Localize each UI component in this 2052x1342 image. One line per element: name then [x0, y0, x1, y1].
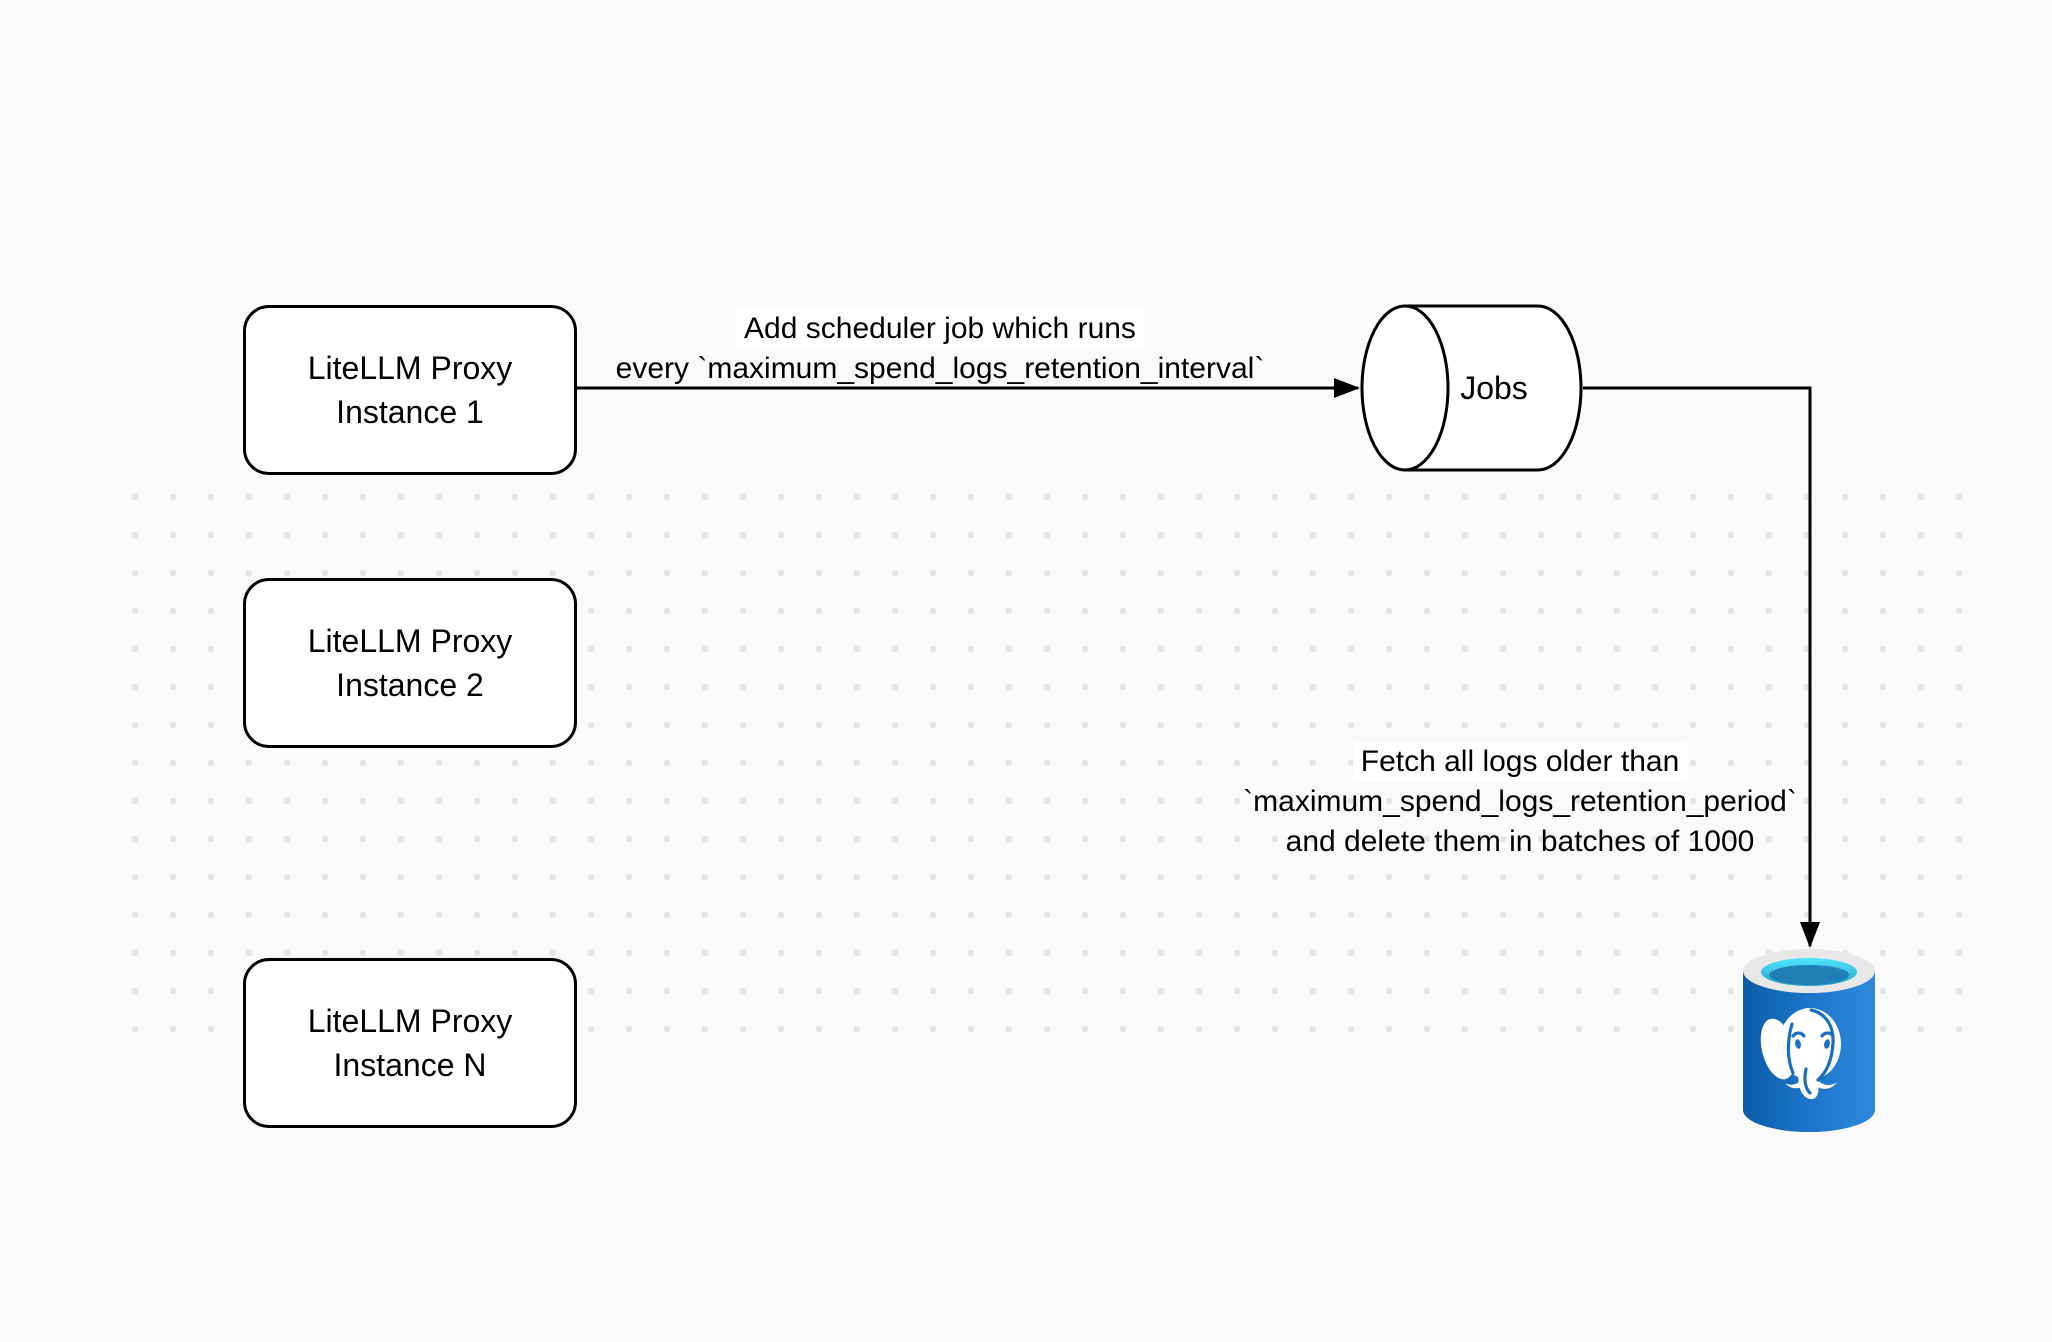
node-litellm-proxy-instance-n: LiteLLM Proxy Instance N	[243, 958, 577, 1128]
node-label-line: Instance N	[333, 1047, 487, 1083]
postgres-elephant-glyph	[1760, 1008, 1841, 1100]
node-litellm-proxy-instance-1: LiteLLM Proxy Instance 1	[243, 305, 577, 475]
edge-label-scheduler: Add scheduler job which runs every `maxi…	[615, 309, 1265, 389]
postgresql-database-icon	[1743, 949, 1875, 1132]
jobs-cylinder-shape	[1360, 304, 1583, 472]
edge-label-line: Add scheduler job which runs	[736, 309, 1144, 349]
edge-label-line: Fetch all logs older than	[1352, 742, 1688, 782]
node-label-line: LiteLLM Proxy	[307, 350, 513, 386]
node-label-line: LiteLLM Proxy	[307, 1003, 513, 1039]
node-jobs-label: Jobs	[1460, 370, 1528, 406]
edge-label-line: and delete them in batches of 1000	[1285, 825, 1755, 858]
node-label-line: Instance 2	[336, 667, 484, 703]
node-label-line: Instance 1	[336, 394, 484, 430]
edge-label-line: `maximum_spend_logs_retention_period`	[1243, 785, 1797, 818]
node-litellm-proxy-instance-2: LiteLLM Proxy Instance 2	[243, 578, 577, 748]
edge-label-cleanup: Fetch all logs older than `maximum_spend…	[1243, 742, 1797, 862]
node-label-line: LiteLLM Proxy	[307, 623, 513, 659]
edge-label-line: every `maximum_spend_logs_retention_inte…	[615, 352, 1265, 385]
edge-cleanup-arrow	[1583, 386, 1820, 948]
